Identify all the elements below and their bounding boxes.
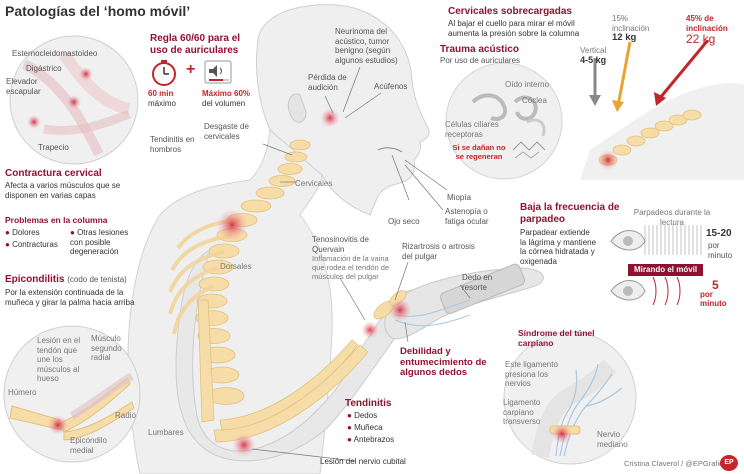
label-elevador-escapular: Elevador escapular — [6, 77, 41, 96]
label-debilidad: Debilidad y entumecimiento de algunos de… — [400, 346, 487, 378]
label-neurinoma: Neurinoma del acústico, tumor benigno (s… — [335, 27, 398, 65]
contractura-desc: Afecta a varios músculos que se disponen… — [5, 181, 121, 200]
regla-min-value: 60 min — [148, 89, 174, 98]
label-lesion-cubital: Lesión del nervio cubital — [320, 457, 406, 466]
plus-sign: + — [186, 61, 196, 78]
label-celulas-ciliares: Células ciliares receptoras — [445, 120, 499, 139]
cervicales-sobrecargadas-desc: Al bajar el cuello para mirar el móvil a… — [448, 19, 580, 38]
label-musculo-radial: Músculo segundo radial — [91, 334, 122, 362]
label-tendinitis-hombros: Tendinitis en hombros — [150, 135, 195, 154]
label-perdida-audicion: Pérdida de audición — [308, 73, 347, 92]
problemas-item-2: ● Contracturas — [5, 240, 58, 249]
parpadeo-title: Baja la frecuencia de parpadeo — [520, 202, 620, 225]
label-rizartrosis: Rizartrosis o artrosis del pulgar — [402, 242, 475, 261]
movil-label: Mirando el móvil — [628, 264, 704, 276]
lectura-value: 15-20 — [706, 228, 732, 239]
problemas-item-3: ● Otras lesiones con posible degeneració… — [70, 228, 129, 256]
label-radio: Radio — [115, 411, 136, 420]
tendinitis-item-1-text: Dedos — [354, 411, 378, 420]
neck-muscles-inset — [9, 35, 139, 165]
tendinitis-item-3-text: Antebrazos — [353, 435, 395, 444]
lectura-label: Parpadeos durante la lectura — [633, 208, 711, 227]
lectura-unit: por minuto — [708, 241, 733, 260]
label-epicondilo: Epicóndilo medial — [70, 436, 107, 455]
stopwatch-icon — [152, 60, 176, 86]
tendinitis-item-1: ● Dedos — [347, 411, 378, 420]
problemas-item-3-text: Otras lesiones con posible degeneración — [70, 228, 129, 256]
trauma-sub: Por uso de auriculares — [440, 56, 521, 65]
epicondilitis-heading: Epicondilitis (codo de tenista) — [5, 274, 127, 285]
problemas-item-1-text: Dolores — [12, 228, 40, 237]
regla-vol-label: del volumen — [202, 98, 246, 108]
credit: Cristina Claverol / @EPGraficos — [624, 459, 731, 468]
trauma-title: Trauma acústico — [440, 44, 519, 55]
regla-vol: Máximo 60%del volumen — [202, 89, 250, 108]
label-trapecio: Trapecio — [38, 143, 69, 152]
inner-ear-inset — [445, 62, 563, 180]
label-miopia: Miopía — [447, 193, 472, 202]
p45-kg: 22 kg — [686, 32, 716, 46]
p45-label: 45% de inclinación — [686, 14, 728, 33]
regla-min-label: máximo — [148, 98, 177, 108]
regla-title: Regla 60/60 para el uso de auriculares — [150, 33, 241, 56]
label-lumbares: Lumbares — [148, 428, 184, 437]
label-nervio-mediano: Nervio mediano — [597, 430, 628, 449]
label-desgaste: Desgaste de cervicales — [204, 122, 249, 141]
tunel-title: Síndrome del túnel carpiano — [518, 328, 595, 348]
tendinitis-item-2: ● Muñeca — [347, 423, 383, 432]
label-digastrico: Digástrico — [26, 64, 62, 73]
tendinitis-item-2-text: Muñeca — [354, 423, 383, 432]
problemas-item-2-text: Contracturas — [12, 240, 58, 249]
vertical-kg: 4-5 kg — [580, 54, 607, 65]
label-astenopia: Astenopía o fatiga ocular — [445, 207, 489, 226]
movil-unit: por minuto — [700, 290, 727, 308]
epicondilitis-desc: Por la extensión continuada de la muñeca… — [5, 288, 135, 307]
problemas-title: Problemas en la columna — [5, 215, 108, 225]
label-dedo-resorte: Dedo en resorte — [462, 273, 493, 292]
parpadeo-desc: Parpadear extiende la lágrima y mantiene… — [520, 228, 597, 266]
epicondilitis-sub: (codo de tenista) — [67, 275, 127, 284]
p15-label: 15% inclinación — [612, 14, 650, 33]
label-tenosinovitis-desc: Inflamación de la vaina que rodea el ten… — [312, 254, 390, 281]
label-dorsales: Dorsales — [220, 262, 252, 271]
label-acufenos: Acúfenos — [374, 82, 408, 91]
blink-diagram — [610, 225, 702, 306]
p15-kg: 12 kg — [612, 32, 637, 43]
label-oido-interno: Oído interno — [505, 80, 550, 89]
vertical-label: Vertical — [580, 46, 607, 55]
elbow-inset — [3, 325, 141, 463]
volume-icon — [204, 60, 232, 84]
neck-inclination-diagram — [580, 40, 744, 180]
epicondilitis-title: Epicondilitis — [5, 274, 65, 285]
cervicales-sobrecargadas-title: Cervicales sobrecargadas — [448, 6, 572, 17]
label-tenosinovitis: Tenosinovitis de Quervain — [312, 235, 369, 254]
label-cervicales: Cervicales — [295, 179, 333, 188]
ep-logo: EP — [720, 455, 738, 471]
page-title: Patologías del ‘homo móvil’ — [5, 3, 191, 19]
trauma-warning: Si se dañan no se regeneran — [452, 143, 506, 161]
contractura-title: Contractura cervical — [5, 168, 102, 179]
tendinitis-item-3: ● Antebrazos — [347, 435, 395, 444]
problemas-item-1: ● Dolores — [5, 228, 40, 237]
regla-vol-value: Máximo 60% — [202, 89, 251, 98]
label-este-ligamento: Este ligamento presiona los nervios — [505, 360, 558, 388]
label-lesion-tendon: Lesión en el tendón que une los músculos… — [37, 336, 81, 383]
label-humero: Húmero — [8, 388, 37, 397]
label-ojo-seco: Ojo seco — [388, 217, 420, 226]
carpal-tunnel-inset — [503, 331, 637, 465]
movil-value: 5 — [712, 278, 719, 292]
label-coclea: Cóclea — [522, 96, 547, 105]
tendinitis-title: Tendinitis — [345, 398, 392, 409]
label-esternocleidomastoideo: Esternocleidomastoideo — [12, 49, 98, 58]
label-ligamento-carpiano: Ligamento carpiano transverso — [503, 398, 541, 426]
